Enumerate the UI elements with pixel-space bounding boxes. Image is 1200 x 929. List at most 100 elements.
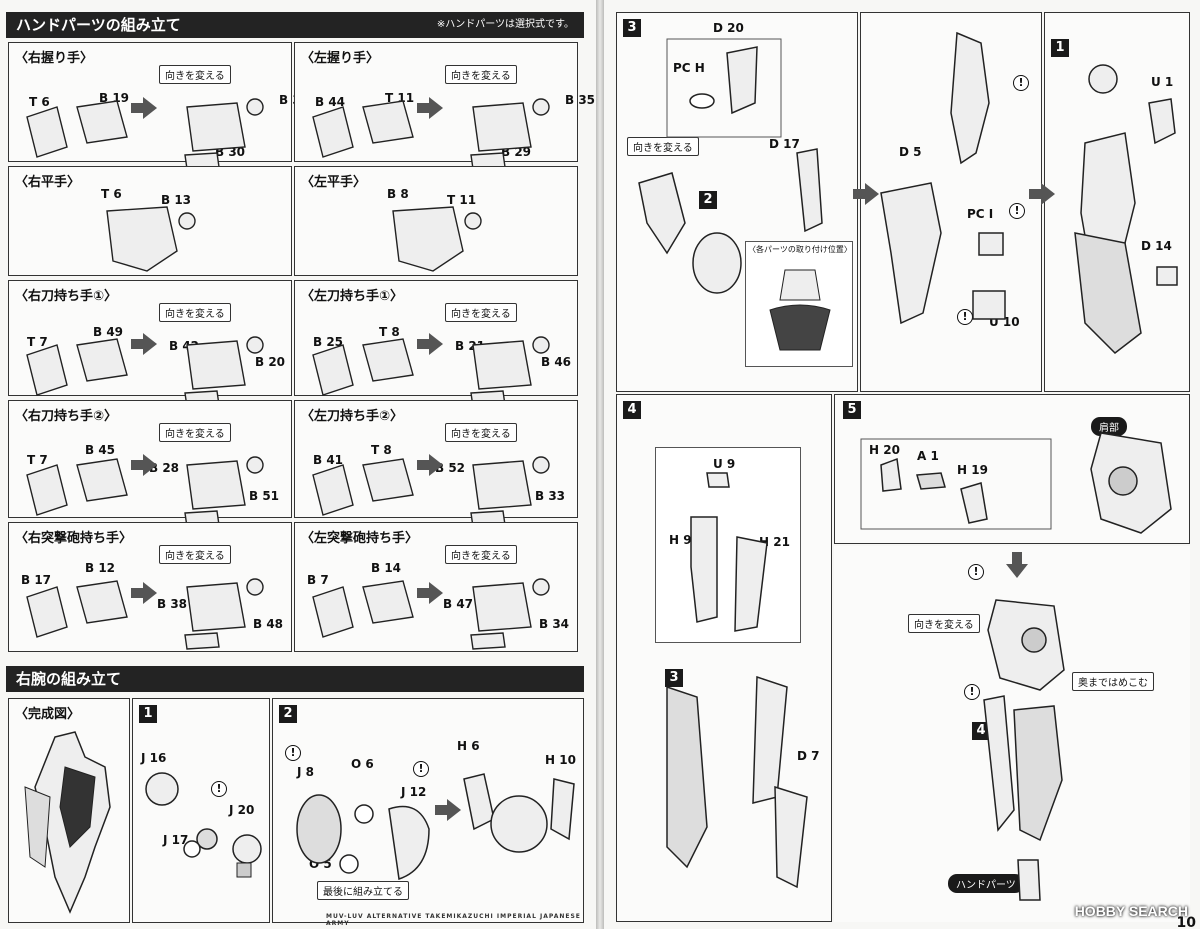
- warning-icon: !: [968, 564, 984, 580]
- part-label: B 38: [157, 597, 188, 611]
- step4-label-0: U 9: [713, 457, 736, 471]
- warning-icon: !: [285, 745, 301, 761]
- arm-step1-number: 1: [139, 705, 157, 723]
- hand-cell-title: 〈左平手〉: [301, 175, 367, 190]
- hand-cell-title: 〈右握り手〉: [15, 51, 94, 66]
- arrow-right-icon: [131, 97, 157, 119]
- turn-callout: 向きを変える: [445, 545, 517, 564]
- step4-number: 4: [623, 401, 641, 419]
- part-label: T 7: [27, 453, 48, 467]
- part-label: B 7: [307, 573, 329, 587]
- arm-step2-label-0: J 8: [297, 765, 314, 779]
- turn-callout: 向きを変える: [159, 545, 231, 564]
- warning-icon: !: [964, 684, 980, 700]
- part-label: B 41: [313, 453, 344, 467]
- turn-callout: 向きを変える: [159, 423, 231, 442]
- step4-label-1: H 9: [669, 533, 692, 547]
- hand-cell-title: 〈右平手〉: [15, 175, 81, 190]
- step5-callout-push: 奥まではめこむ: [1072, 672, 1154, 691]
- part-label: B 35: [565, 93, 596, 107]
- step3-inset-title: 〈各パーツの取り付け位置〉: [748, 245, 852, 254]
- hand-part-drawing: [392, 206, 482, 272]
- hand-part-drawing: [312, 456, 550, 528]
- step1b-number: 1: [1051, 39, 1069, 57]
- hand-part-drawing: [312, 578, 550, 650]
- arm-step2-label-2: J 12: [401, 785, 427, 799]
- turn-callout: 向きを変える: [445, 65, 517, 84]
- step5-label-0: H 20: [869, 443, 900, 457]
- step5-hand-parts-label: ハンドパーツ: [948, 874, 1024, 893]
- step1b-label-0: U 1: [1151, 75, 1174, 89]
- hand-part-drawing: [26, 98, 264, 170]
- part-label: B 45: [85, 443, 116, 457]
- step3b-drawing: [880, 31, 1006, 325]
- part-label: B 33: [535, 489, 566, 503]
- arrow-right-icon: [417, 582, 443, 604]
- arm-step2-callout: 最後に組み立てる: [317, 881, 409, 900]
- hand-cell-title: 〈右突撃砲持ち手〉: [15, 531, 133, 546]
- arrow-right-icon: [131, 333, 157, 355]
- arrow-right-icon: [131, 454, 157, 476]
- step3-label-2: D 17: [769, 137, 800, 151]
- step3-inset: 〈各パーツの取り付け位置〉: [745, 241, 853, 367]
- step5b-cell: ! ! 向きを変える 奥まではめこむ 4 ハンドパーツ: [834, 546, 1190, 922]
- part-label: T 7: [27, 335, 48, 349]
- joint-drawing: [145, 772, 262, 878]
- step3-callout-turn: 向きを変える: [627, 137, 699, 156]
- hobby-search-logo: HOBBY SEARCH: [1074, 903, 1188, 919]
- step1b-label-1: D 14: [1141, 239, 1172, 253]
- turn-callout: 向きを変える: [159, 303, 231, 322]
- arm-step2-label-4: H 6: [457, 739, 480, 753]
- arm-step2-cell: 2 ! ! J 8 O 6 J 12 O 5 H 6 H 10 最後に組み立てる: [272, 698, 584, 923]
- part-label: T 8: [379, 325, 400, 339]
- hand-cell-title: 〈左握り手〉: [301, 51, 380, 66]
- hand-part-drawing: [26, 578, 264, 650]
- hand-part-drawing: [312, 98, 550, 170]
- step3-label-0: D 20: [713, 21, 744, 35]
- part-label: B 47: [443, 597, 474, 611]
- upper-arm-drawing: [296, 773, 575, 880]
- arrow-down-icon: [1006, 552, 1028, 578]
- step5-callout-turn: 向きを変える: [908, 614, 980, 633]
- part-label: B 12: [85, 561, 116, 575]
- part-label: B 48: [253, 617, 284, 631]
- arm-step1-label-2: J 20: [229, 803, 255, 817]
- step5-sub-step: 4: [972, 722, 990, 740]
- hand-part-drawing: [106, 206, 196, 272]
- page-number: 10: [1176, 915, 1196, 929]
- warning-icon: !: [211, 781, 227, 797]
- part-label: B 25: [313, 335, 344, 349]
- arm-section-title: 右腕の組み立て: [16, 670, 122, 688]
- part-label: T 11: [385, 91, 415, 105]
- complete-view-cell: 〈完成図〉: [8, 698, 130, 923]
- step4-drawing: [666, 472, 808, 889]
- footer-text: MUV-LUV ALTERNATIVE TAKEMIKAZUCHI IMPERI…: [326, 913, 581, 927]
- step4-label-3: D 7: [797, 749, 820, 763]
- step5-shoulder-label: 肩部: [1091, 417, 1127, 436]
- arrow-right-icon: [417, 333, 443, 355]
- warning-icon: !: [1013, 75, 1029, 91]
- arm-complete-drawing: [24, 731, 111, 914]
- hand-cell-title: 〈左刀持ち手②〉: [301, 409, 404, 424]
- arrow-right-icon: [417, 97, 443, 119]
- arrow-right-icon: [435, 799, 461, 821]
- hand-cell-title: 〈左突撃砲持ち手〉: [301, 531, 419, 546]
- hand-section-header: ハンドパーツの組み立て ※ハンドパーツは選択式です。: [6, 12, 584, 38]
- step3-number: 3: [623, 19, 641, 37]
- part-label: T 11: [447, 193, 477, 207]
- part-label: B 51: [249, 489, 280, 503]
- hand-cell-title: 〈右刀持ち手②〉: [15, 409, 118, 424]
- arm-section-header: 右腕の組み立て: [6, 666, 584, 692]
- part-label: B 19: [99, 91, 130, 105]
- part-label: B 20: [255, 355, 286, 369]
- arrow-right-icon: [417, 454, 443, 476]
- part-label: B 14: [371, 561, 402, 575]
- arm-step2-label-1: O 6: [351, 757, 374, 771]
